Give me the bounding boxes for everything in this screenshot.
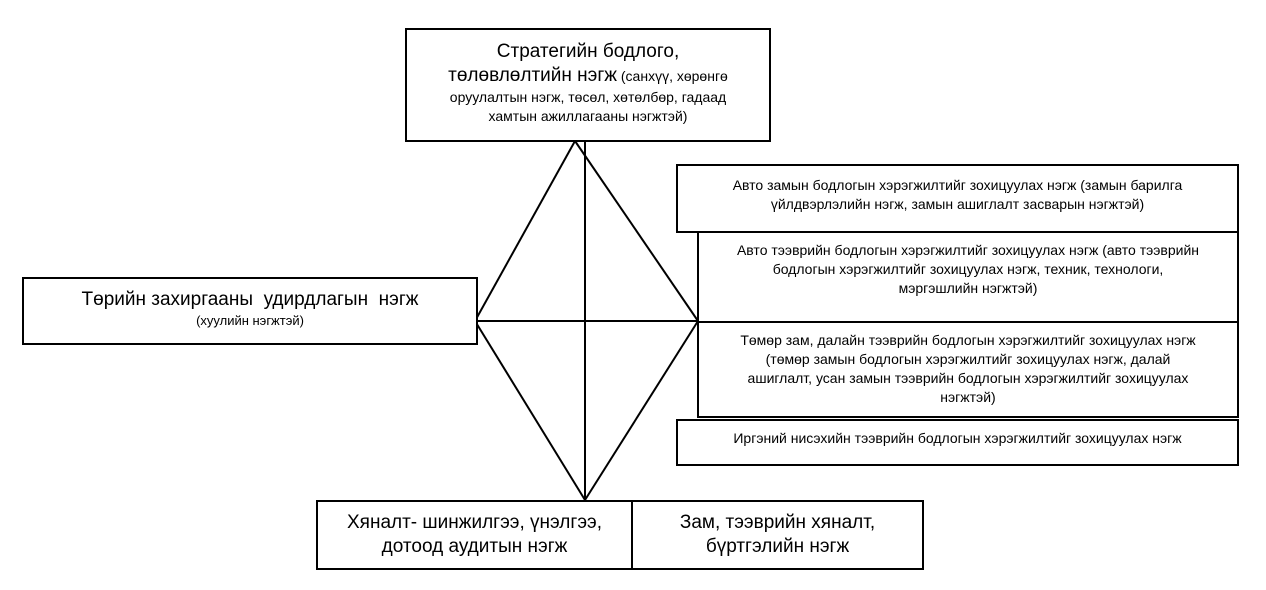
policy-unit-rail-line3: ашиглалт, усан замын тээврийн бодлогын х… [747, 370, 1189, 386]
strategy-unit-box: Стратегийн бодлого, төлөвлөлтийн нэгж (с… [405, 28, 771, 142]
policy-unit-auto-line1: Авто тээврийн бодлогын хэрэгжилтийг зохи… [736, 242, 1200, 258]
policy-unit-aviation-line1: Иргэний нисэхийн тээврийн бодлогын хэрэг… [733, 430, 1182, 446]
policy-unit-rail-line1: Төмөр зам, далайн тээврийн бодлогын хэрэ… [740, 332, 1196, 348]
connector-top-right [574, 140, 699, 322]
connector-top-left [474, 140, 576, 322]
policy-unit-aviation: Иргэний нисэхийн тээврийн бодлогын хэрэг… [676, 419, 1239, 466]
strategy-note-line3: оруулалтын нэгж, төсөл, хөтөлбөр, гадаад [449, 89, 727, 105]
policy-unit-road-line1: Авто замын бодлогын хэрэгжилтийг зохицуу… [732, 177, 1183, 193]
policy-unit-rail-line2: (төмөр замын бодлогын хэрэгжилтийг зохиц… [765, 351, 1171, 367]
control-line1: Зам, тээврийн хяналт, [679, 512, 876, 533]
state-admin-title: Төрийн захиргааны удирдлагын нэгж [81, 289, 419, 310]
control-line2: бүртгэлийн нэгж [705, 536, 850, 557]
policy-unit-rail-line4: нэгжтэй) [940, 389, 996, 405]
policy-unit-auto-transport: Авто тээврийн бодлогын хэрэгжилтийг зохи… [697, 231, 1239, 323]
strategy-title-bold: төлөвлөлтийн нэгж [448, 65, 617, 86]
strategy-title-line2: төлөвлөлтийн нэгж (санхүү, хөрөнгө [448, 64, 728, 88]
policy-unit-auto-line2: бодлогын хэрэгжилтийг зохицуулах нэгж, т… [772, 261, 1164, 277]
policy-unit-road-line2: үйлдвэрлэлийн нэгж, замын ашиглалт засва… [770, 196, 1145, 212]
state-admin-note: (хуулийн нэгжтэй) [196, 313, 304, 328]
policy-unit-road: Авто замын бодлогын хэрэгжилтийг зохицуу… [676, 164, 1239, 233]
connector-bottom-right [584, 320, 699, 501]
connector-bottom-left [474, 320, 586, 501]
policy-unit-rail-sea: Төмөр зам, далайн тээврийн бодлогын хэрэ… [697, 321, 1239, 418]
strategy-title-line1: Стратегийн бодлого, [496, 41, 680, 62]
monitoring-line2: дотоод аудитын нэгж [381, 536, 568, 557]
policy-unit-auto-line3: мэргэшлийн нэгжтэй) [898, 280, 1038, 296]
strategy-note-line4: хамтын ажиллагааны нэгжтэй) [488, 108, 688, 124]
state-admin-unit-box: Төрийн захиргааны удирдлагын нэгж (хуули… [22, 277, 478, 345]
monitoring-line1: Хяналт- шинжилгээ, үнэлгээ, [346, 512, 602, 533]
control-unit-box: Зам, тээврийн хяналт, бүртгэлийн нэгж [631, 500, 924, 570]
strategy-note-start: (санхүү, хөрөнгө [617, 68, 728, 84]
monitoring-unit-box: Хяналт- шинжилгээ, үнэлгээ, дотоод аудит… [316, 500, 633, 570]
